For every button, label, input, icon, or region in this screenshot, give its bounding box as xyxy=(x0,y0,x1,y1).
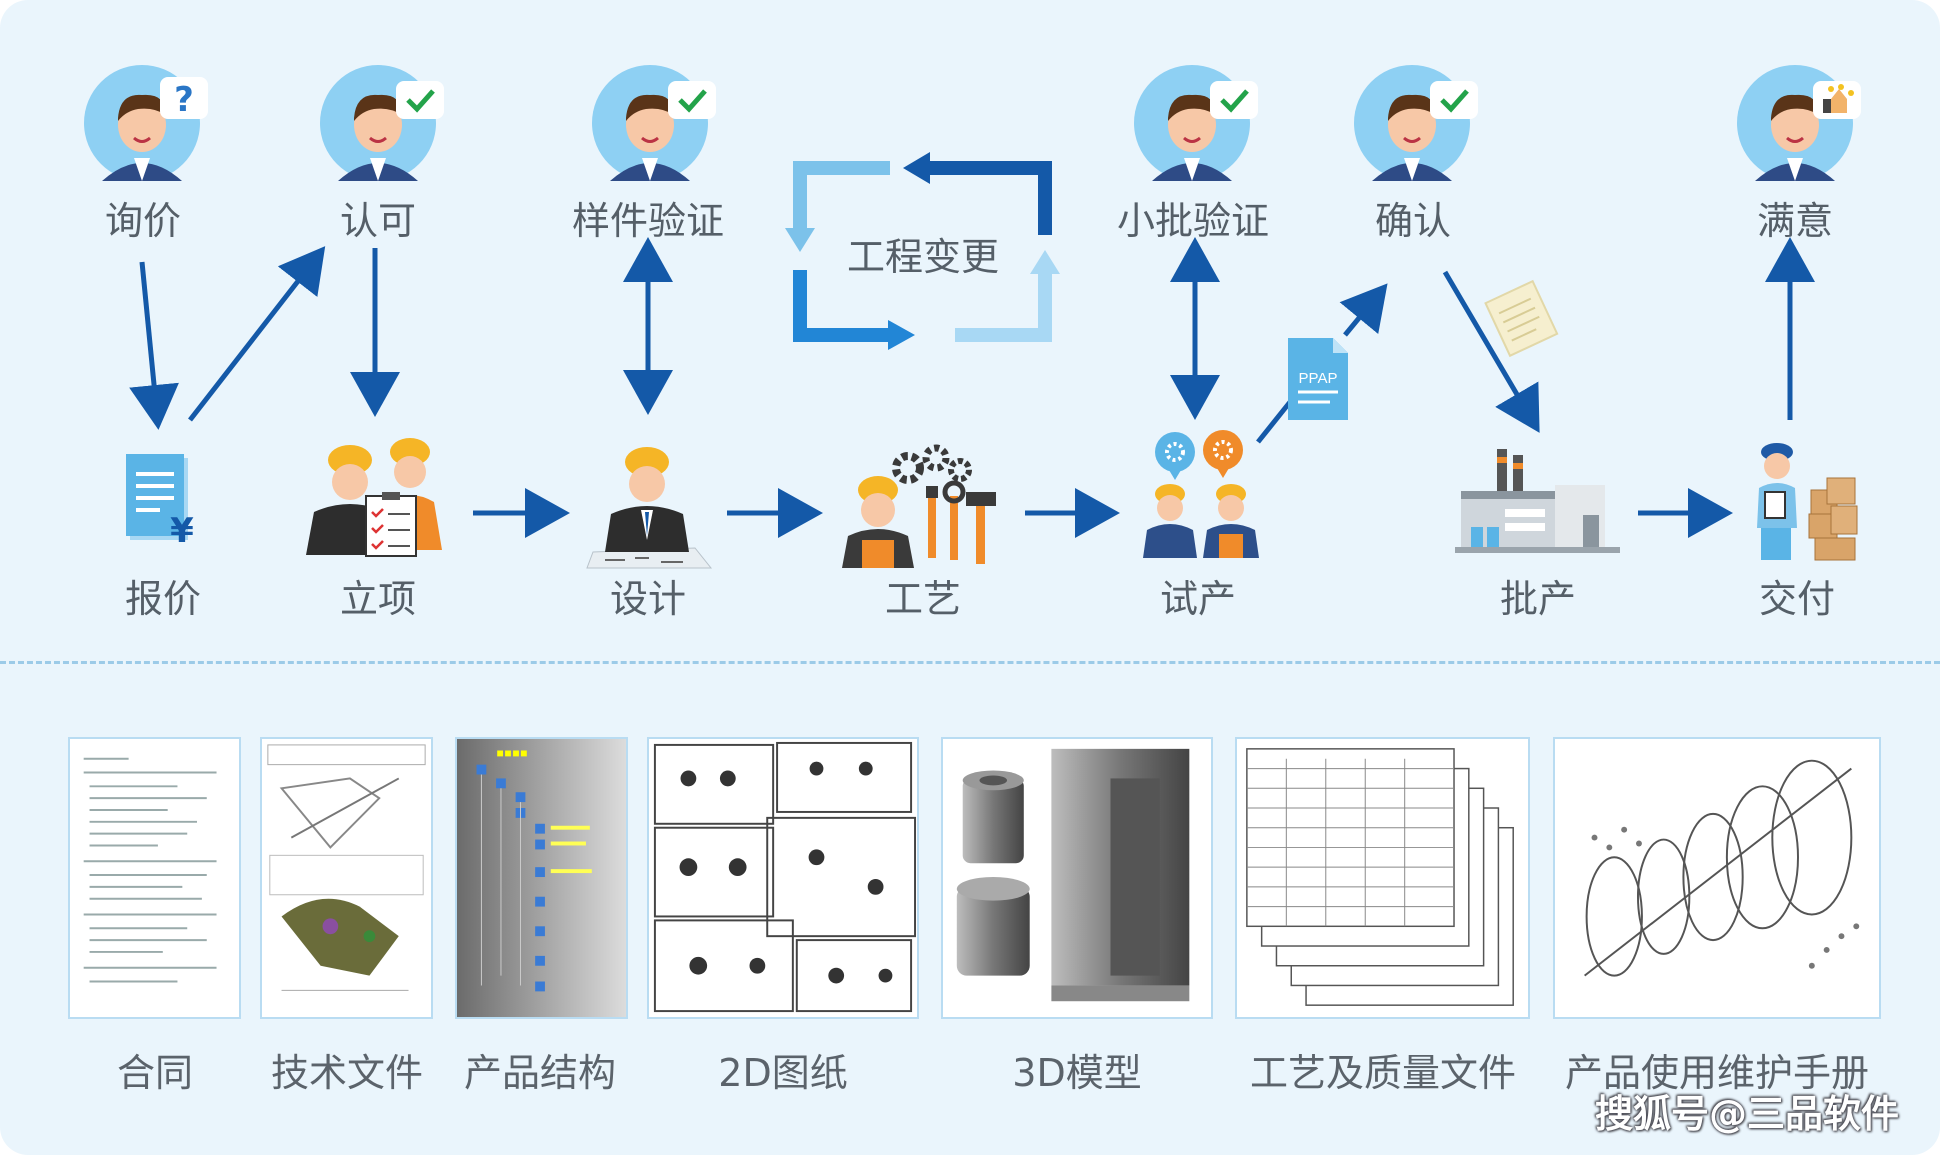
arrow-trial-ppap xyxy=(1256,400,1292,444)
maintenance-manual-thumbnail xyxy=(1553,737,1881,1019)
engineering-change-label: 工程变更 xyxy=(846,235,1000,279)
process-quality-files-thumbnail xyxy=(1235,737,1530,1019)
step-label-satisfied: 满意 xyxy=(1756,199,1834,243)
product-structure-thumbnail: ▪▪▪▪ xyxy=(455,737,628,1019)
watermark: 搜狐号@三品软件 xyxy=(1595,1092,1900,1136)
sample-verify-avatar-icon xyxy=(592,65,716,181)
customer-question-avatar-icon: ? xyxy=(84,65,208,181)
satisfied-avatar-icon xyxy=(1737,65,1861,181)
step-label-project: 立项 xyxy=(339,577,417,621)
arrow-quote-approve xyxy=(188,246,326,422)
doc-label-contract: 合同 xyxy=(116,1051,194,1095)
quote-document-icon: ¥ xyxy=(126,454,194,550)
paper-note-icon xyxy=(1484,279,1559,358)
doc-label-3d-model: 3D模型 xyxy=(1012,1051,1142,1095)
arrow-inquiry-quote xyxy=(129,261,179,430)
doc-label-user-maintenance-manual: 产品使用维护手册 xyxy=(1564,1051,1870,1095)
step-label-approval: 认可 xyxy=(339,199,417,243)
doc-label-process-quality-files: 工艺及质量文件 xyxy=(1249,1051,1517,1095)
confirm-avatar-icon xyxy=(1354,65,1478,181)
project-team-icon xyxy=(306,438,442,557)
designer-icon xyxy=(586,447,713,569)
ppap-document-icon: PPAP xyxy=(1288,338,1348,420)
contract-thumbnail xyxy=(68,737,241,1019)
step-label-delivery: 交付 xyxy=(1758,577,1836,621)
step-label-small-batch-verification: 小批验证 xyxy=(1116,199,1270,243)
doc-label-2d-drawings: 2D图纸 xyxy=(718,1051,848,1095)
trial-production-workers-icon xyxy=(1143,430,1259,558)
technical-file-thumbnail xyxy=(260,737,433,1019)
process-engineer-tools-icon xyxy=(842,444,996,568)
step-label-inquiry: 询价 xyxy=(104,199,182,243)
step-label-trial-production: 试产 xyxy=(1159,577,1237,621)
svg-text:▪▪▪▪: ▪▪▪▪ xyxy=(496,746,528,760)
arrow-ppap-confirm xyxy=(1339,283,1388,337)
step-label-sample-verification: 样件验证 xyxy=(571,199,725,243)
step-label-mass-production: 批产 xyxy=(1499,577,1577,621)
doc-label-product-structure: 产品结构 xyxy=(463,1051,617,1095)
step-label-quote: 报价 xyxy=(124,577,202,621)
customer-check-avatar-icon xyxy=(320,65,444,181)
arrow-confirm-mass xyxy=(1442,270,1540,433)
ppap-label: PPAP xyxy=(1299,370,1338,387)
delivery-courier-icon xyxy=(1757,443,1858,561)
engineering-change-cycle-icon xyxy=(785,152,1060,350)
svg-text:?: ? xyxy=(174,80,194,120)
factory-icon xyxy=(1455,449,1620,553)
section-divider xyxy=(0,661,1940,664)
yen-symbol: ¥ xyxy=(170,511,194,550)
small-batch-avatar-icon xyxy=(1134,65,1258,181)
doc-label-technical-files: 技术文件 xyxy=(270,1051,424,1095)
3d-model-thumbnail xyxy=(941,737,1213,1019)
2d-drawing-thumbnail xyxy=(647,737,919,1019)
step-label-confirm: 确认 xyxy=(1374,199,1452,243)
step-label-design: 设计 xyxy=(609,577,687,621)
step-label-process: 工艺 xyxy=(884,577,962,621)
